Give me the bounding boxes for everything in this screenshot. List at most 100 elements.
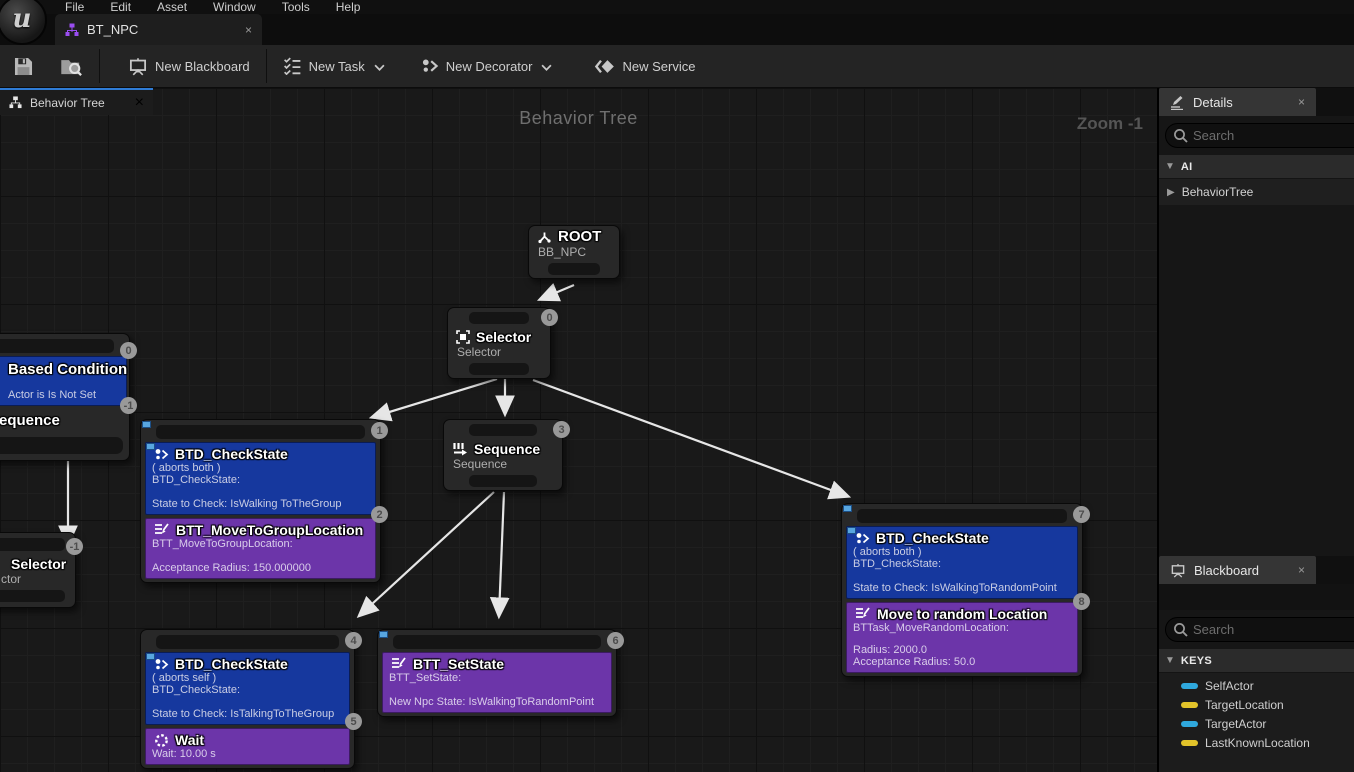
input-pin[interactable]: [0, 538, 65, 551]
save-button[interactable]: [0, 45, 47, 87]
decorator-blackboard-condition[interactable]: Based Condition Actor is Is Not Set: [0, 356, 127, 406]
input-pin[interactable]: [156, 635, 339, 649]
input-pin[interactable]: [156, 425, 365, 439]
task-set-state[interactable]: BTT_SetState BTT_SetState: New Npc State…: [382, 652, 612, 713]
modified-marker: [142, 421, 151, 428]
menu-help[interactable]: Help: [335, 0, 361, 14]
close-icon[interactable]: ×: [1297, 563, 1305, 577]
composite-title: equence: [0, 412, 60, 429]
blackboard-search[interactable]: [1165, 617, 1354, 642]
key-label: TargetLocation: [1205, 697, 1284, 712]
menu-window[interactable]: Window: [213, 0, 256, 14]
chevron-down-icon[interactable]: [374, 59, 385, 74]
input-pin[interactable]: [469, 312, 529, 324]
modified-marker: [146, 653, 155, 660]
decorator-btd-checkstate[interactable]: BTD_CheckState ( aborts self ) BTD_Check…: [145, 652, 350, 725]
node-selector[interactable]: 0 Selector Selector: [447, 307, 558, 379]
wait-icon: [154, 733, 169, 748]
graph-canvas[interactable]: Behavior Tree Zoom -1 Behavior Tree ×: [0, 88, 1157, 772]
output-pin[interactable]: [469, 363, 529, 375]
node-check-group[interactable]: 1 2 BTD_CheckState ( aborts both ) BTD_C…: [140, 419, 388, 583]
decorator-icon: [421, 57, 439, 75]
node-sequence[interactable]: 3 Sequence Sequence: [443, 419, 570, 491]
new-decorator-button[interactable]: New Decorator: [408, 45, 566, 87]
wire-selector-checkrandom: [532, 378, 852, 500]
checklist-icon: [283, 57, 302, 75]
decorator-btd-checkstate[interactable]: BTD_CheckState ( aborts both ) BTD_Check…: [846, 526, 1078, 599]
blackboard-search-input[interactable]: [1193, 618, 1352, 641]
task-icon: [855, 607, 871, 621]
task-detail: Wait: 10.00 s: [152, 748, 216, 760]
output-pin[interactable]: [468, 475, 538, 487]
asset-tab-bt-npc[interactable]: BT_NPC ×: [55, 14, 262, 45]
behavior-tree-icon: [9, 96, 22, 109]
modified-marker: [379, 631, 388, 638]
execution-index-badge: 5: [345, 713, 362, 730]
task-name: BTTask_MoveRandomLocation:: [853, 622, 1009, 634]
details-search-input[interactable]: [1193, 124, 1352, 147]
blackboard-toolbar-area: [1159, 584, 1354, 610]
node-cut-condition[interactable]: 0 -1 Based Condition Actor is Is Not Set…: [0, 333, 137, 461]
execution-index-badge: 4: [345, 632, 362, 649]
new-blackboard-button[interactable]: New Blackboard: [115, 45, 263, 87]
task-title: Wait: [175, 732, 205, 748]
root-icon: [537, 230, 552, 244]
tab-details[interactable]: Details ×: [1159, 88, 1316, 116]
chevron-down-icon[interactable]: [541, 59, 553, 74]
key-targetlocation[interactable]: TargetLocation: [1159, 695, 1354, 714]
node-check-talk[interactable]: 4 5 BTD_CheckState ( aborts self ) BTD_C…: [140, 629, 362, 769]
browse-asset-button[interactable]: [47, 45, 96, 87]
menu-edit[interactable]: Edit: [110, 0, 132, 14]
task-wait[interactable]: Wait Wait: 10.00 s: [145, 728, 350, 765]
details-section-ai[interactable]: ▼ AI: [1159, 155, 1354, 179]
task-detail-2: Acceptance Radius: 50.0: [853, 656, 976, 668]
decorator-btd-checkstate[interactable]: BTD_CheckState ( aborts both ) BTD_Check…: [145, 442, 376, 515]
node-title: Sequence: [474, 441, 541, 457]
node-cut-selector[interactable]: -1 Selector ctor: [0, 532, 83, 608]
section-label: AI: [1180, 160, 1193, 173]
close-icon[interactable]: ×: [1297, 95, 1305, 109]
key-targetactor[interactable]: TargetActor: [1159, 714, 1354, 733]
details-row-behaviortree[interactable]: ▶ BehaviorTree: [1159, 179, 1354, 206]
document-tab-behavior-tree[interactable]: Behavior Tree ×: [0, 88, 153, 115]
output-pin[interactable]: [0, 590, 65, 602]
document-tab-label: Behavior Tree: [30, 95, 105, 110]
task-detail: Acceptance Radius: 150.000000: [152, 562, 312, 574]
node-title: Selector: [476, 329, 532, 345]
input-pin[interactable]: [0, 339, 114, 353]
execution-index-badge: 8: [1073, 593, 1090, 610]
task-move-random[interactable]: Move to random Location BTTask_MoveRando…: [846, 602, 1078, 673]
new-service-button[interactable]: New Service: [581, 45, 708, 87]
node-root[interactable]: ROOT BB_NPC: [528, 225, 620, 279]
output-pin[interactable]: [0, 437, 123, 454]
input-pin[interactable]: [468, 424, 538, 436]
menu-asset[interactable]: Asset: [157, 0, 188, 14]
close-icon[interactable]: ×: [134, 93, 144, 111]
details-search[interactable]: [1165, 123, 1354, 148]
abort-mode: ( aborts both ): [152, 462, 221, 474]
input-pin[interactable]: [393, 635, 601, 649]
decorator-title: BTD_CheckState: [175, 446, 288, 462]
tab-blackboard[interactable]: Blackboard ×: [1159, 556, 1316, 584]
blackboard-key-list: SelfActor TargetLocation TargetActor Las…: [1159, 673, 1354, 772]
menu-file[interactable]: File: [65, 0, 85, 14]
key-selfactor[interactable]: SelfActor: [1159, 676, 1354, 695]
close-icon[interactable]: ×: [244, 22, 252, 37]
panel-divider[interactable]: [1157, 88, 1159, 772]
key-type-object-icon: [1181, 720, 1198, 727]
key-lastknownlocation[interactable]: LastKnownLocation: [1159, 733, 1354, 752]
new-task-button[interactable]: New Task: [270, 45, 398, 87]
menu-tools[interactable]: Tools: [281, 0, 310, 14]
task-move-to-group[interactable]: BTT_MoveToGroupLocation BTT_MoveToGroupL…: [145, 518, 376, 579]
abort-mode: ( aborts self ): [152, 672, 217, 684]
node-check-random[interactable]: 7 8 BTD_CheckState ( aborts both ) BTD_C…: [841, 503, 1090, 677]
output-pin[interactable]: [547, 263, 601, 275]
blackboard-section-keys[interactable]: ▼ KEYS: [1159, 649, 1354, 673]
node-set-state[interactable]: 6 BTT_SetState BTT_SetState: New Npc Sta…: [377, 629, 624, 717]
decorator-detail: Actor is Is Not Set: [8, 389, 97, 401]
tab-blackboard-label: Blackboard: [1194, 562, 1260, 578]
task-detail: New Npc State: IsWalkingToRandomPoint: [389, 696, 595, 708]
input-pin[interactable]: [857, 509, 1067, 523]
decorator-name: BTD_CheckState:: [152, 474, 241, 486]
